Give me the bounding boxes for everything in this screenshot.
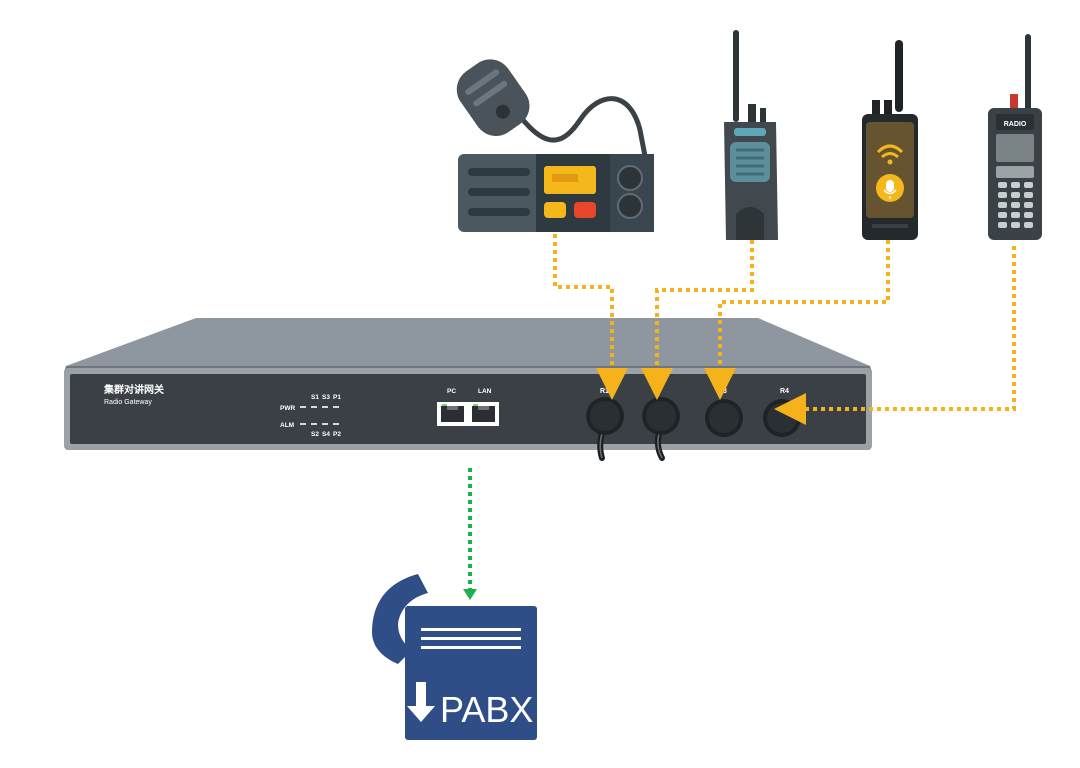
radio-brand-label: RADIO	[1004, 121, 1027, 128]
lan-port[interactable]	[468, 402, 499, 426]
walkie-talkie-icon	[724, 30, 778, 240]
keypad-radio-icon: RADIO	[988, 34, 1042, 240]
radio-links	[553, 234, 1016, 425]
gateway-name-cn: 集群对讲网关	[103, 383, 164, 396]
radio-port-label-r1: R1	[600, 388, 609, 395]
link-smart-radio-to-r3	[704, 240, 890, 400]
alm-label: ALM	[280, 422, 294, 429]
led-label-s4: S4	[322, 431, 330, 438]
lan-port-label: LAN	[478, 388, 492, 395]
pc-port-label: PC	[447, 388, 456, 395]
led-label-s2: S2	[311, 431, 319, 438]
download-arrow-icon	[407, 682, 435, 722]
radio-port-r2[interactable]	[642, 397, 680, 461]
pabx-label: PABX	[440, 689, 533, 730]
pc-port[interactable]	[437, 402, 468, 426]
pwr-label: PWR	[280, 405, 295, 412]
mobile-radio-icon	[456, 59, 654, 232]
phone-icon	[372, 574, 428, 664]
network-link	[463, 468, 477, 600]
gateway-name-en: Radio Gateway	[104, 399, 152, 406]
led-label-p2: P2	[333, 431, 341, 438]
led-label-s1: S1	[311, 394, 319, 401]
link-keypad-radio-to-r4	[774, 246, 1016, 425]
radio-port-label-r4: R4	[780, 388, 789, 395]
radio-port-label-r3: R3	[718, 388, 727, 395]
link-mobile-radio-to-r1	[553, 234, 628, 400]
radio-gateway-device: 集群对讲网关 Radio Gateway S1 S3 P1 PWR ALM S2…	[64, 318, 872, 461]
radio-port-r3[interactable]	[705, 399, 743, 437]
pabx-box: PABX	[372, 574, 537, 740]
radio-port-r4[interactable]	[763, 399, 801, 437]
led-label-p1: P1	[333, 394, 341, 401]
smart-radio-icon	[862, 40, 918, 240]
radio-port-r1[interactable]	[586, 397, 624, 461]
led-label-s3: S3	[322, 394, 330, 401]
link-handheld-to-r2	[641, 240, 754, 400]
